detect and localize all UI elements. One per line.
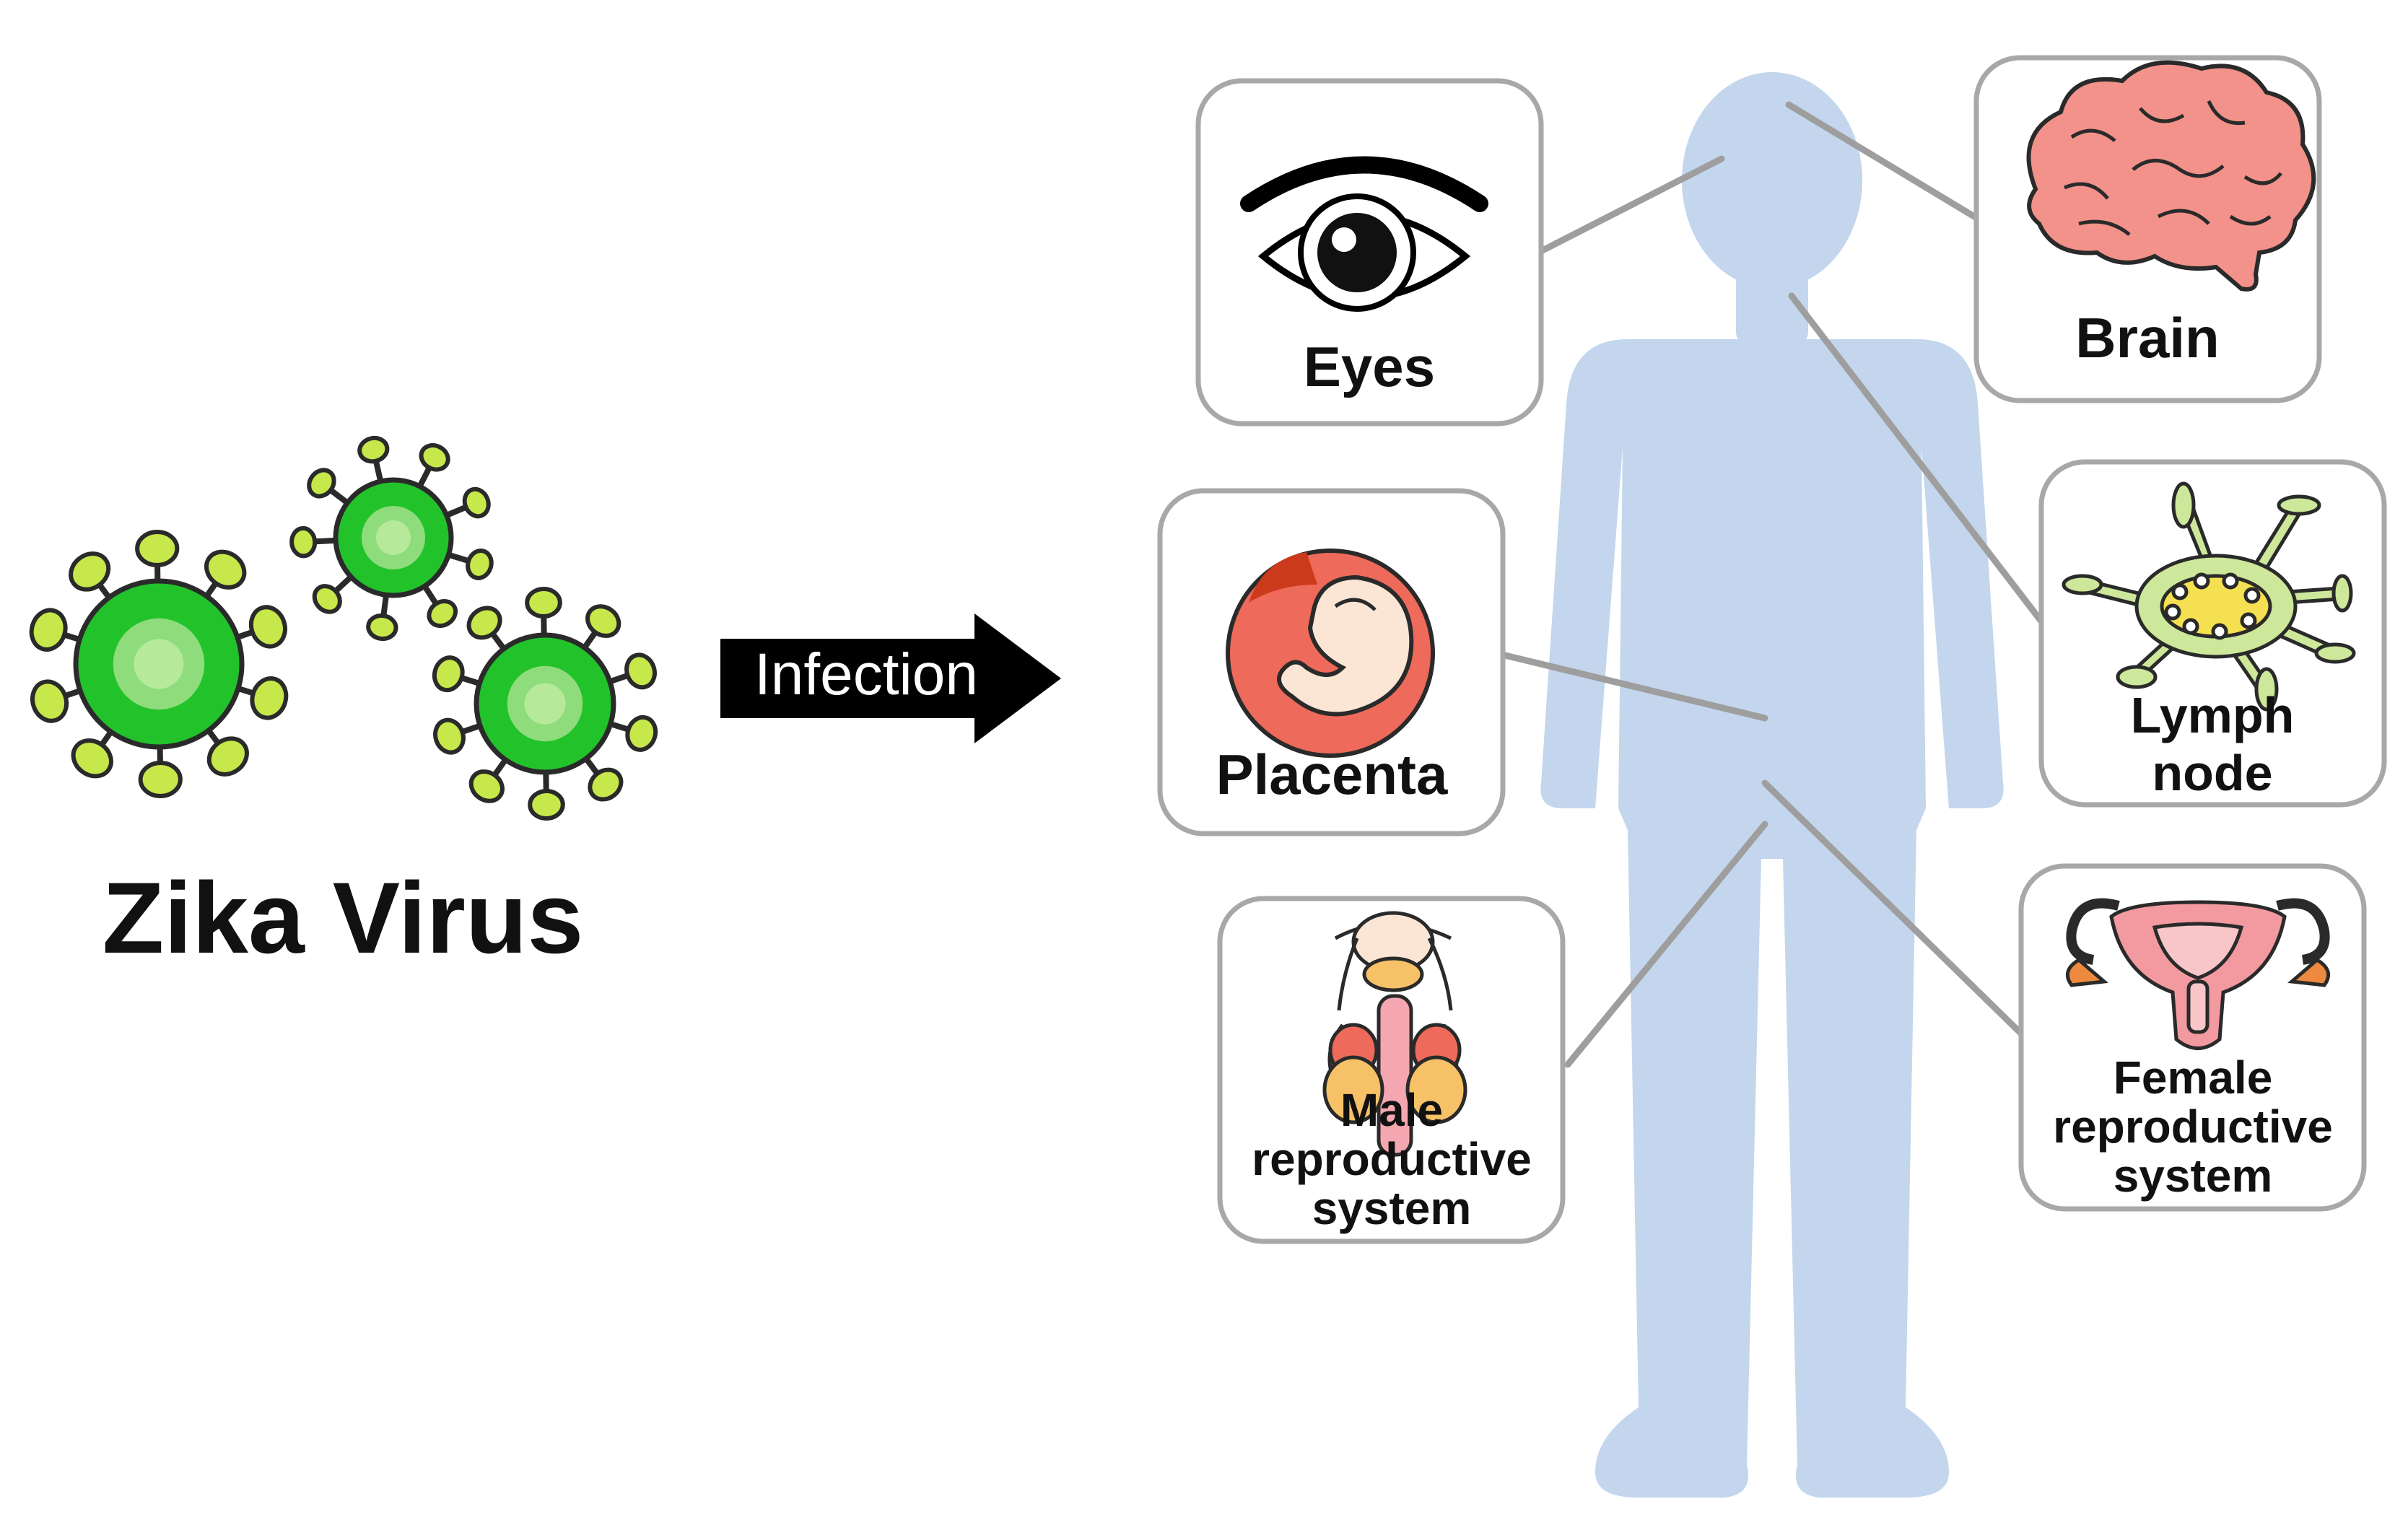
connector-female bbox=[1761, 779, 2025, 1037]
connector-placenta bbox=[1501, 652, 1768, 722]
arrow-label: Infection bbox=[754, 642, 978, 707]
female-label-line3: system bbox=[2113, 1150, 2273, 1202]
brain-icon bbox=[2026, 60, 2316, 292]
placenta-label: Placenta bbox=[1216, 743, 1448, 806]
female-label-line2: reproductive bbox=[2053, 1101, 2333, 1153]
arrow-icon bbox=[720, 613, 1061, 743]
female-label-line1: Female bbox=[2113, 1052, 2273, 1104]
connector-lymph bbox=[1788, 292, 2050, 632]
female-reproductive-icon bbox=[2065, 898, 2331, 1050]
virus-cluster bbox=[29, 435, 658, 821]
male-reproductive-icon bbox=[1322, 911, 1467, 1157]
connector-male bbox=[1564, 821, 1768, 1068]
connector-eyes bbox=[1537, 155, 1725, 255]
placenta-icon bbox=[1226, 549, 1435, 758]
virus-title: Zika Virus bbox=[102, 861, 584, 974]
male-label-line2: reproductive bbox=[1252, 1133, 1532, 1185]
human-body-icon bbox=[1540, 72, 2004, 1498]
brain-label: Brain bbox=[2075, 306, 2219, 370]
virus-small-icon bbox=[289, 435, 494, 642]
lymph-node-label-line1: Lymph bbox=[2131, 687, 2295, 743]
virus-large-icon bbox=[29, 530, 289, 798]
lymph-node-icon bbox=[2062, 481, 2356, 712]
eye-icon bbox=[1240, 156, 1488, 312]
virus-medium-icon bbox=[432, 587, 658, 821]
eyes-label: Eyes bbox=[1304, 335, 1435, 398]
lymph-node-label-line2: node bbox=[2152, 745, 2272, 801]
connector-brain bbox=[1785, 101, 1978, 220]
male-label-line3: system bbox=[1312, 1182, 1472, 1234]
connector-lines bbox=[1501, 101, 2050, 1068]
male-label-line1: Male bbox=[1340, 1084, 1443, 1136]
